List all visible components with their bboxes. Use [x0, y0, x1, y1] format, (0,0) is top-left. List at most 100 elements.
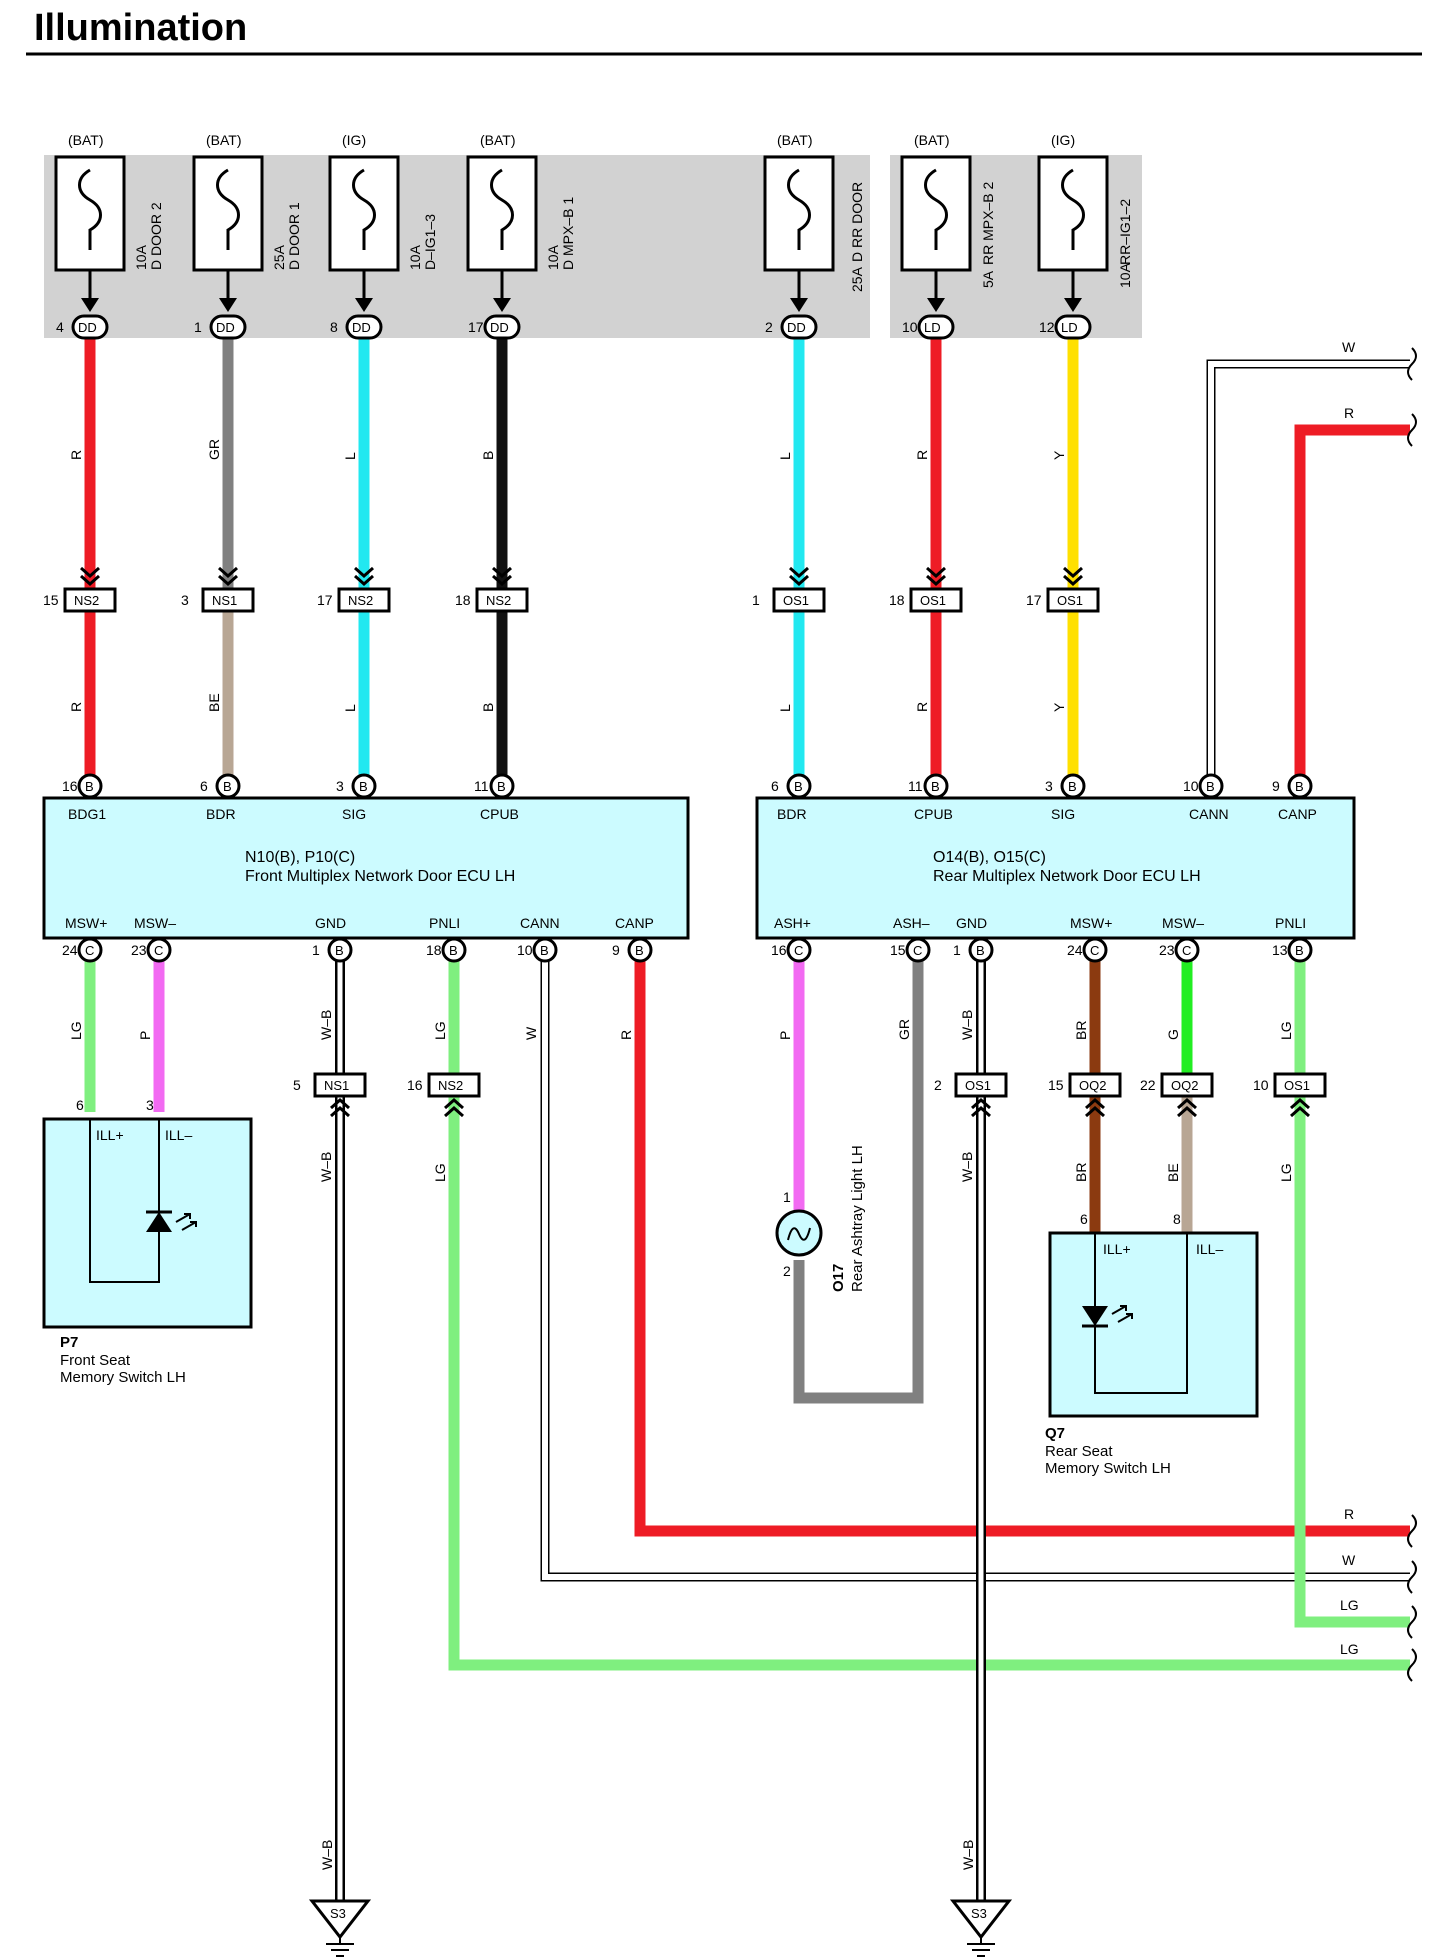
- page-title: Illumination: [34, 7, 247, 49]
- fuse-element-icon: [216, 168, 240, 250]
- wire-color-label: W–B: [318, 1010, 334, 1040]
- fuse-rating: 5A: [980, 270, 996, 288]
- top-splice-pin: 17: [317, 592, 333, 608]
- pin-circle: [786, 773, 812, 799]
- fuse-name: D DOOR 1: [286, 202, 302, 270]
- front-ecu-name: Front Multiplex Network Door ECU LH: [245, 868, 515, 885]
- fuse-supply-label: (IG): [342, 132, 366, 148]
- fuse-pin: 4: [56, 319, 64, 335]
- top-splice-pin: 15: [43, 592, 59, 608]
- rear-ecu-top-pin-num: 10: [1183, 778, 1199, 794]
- rear-ecu-bottom-pin-label: ASH+: [774, 915, 811, 931]
- break-mark: [1407, 1648, 1417, 1682]
- rear-ecu-id: O14(B), O15(C): [933, 849, 1046, 866]
- splice-connector-box: [313, 1072, 367, 1098]
- arrow-down-icon: [81, 298, 99, 312]
- arrow-down-icon: [1064, 298, 1082, 312]
- fuse-connector-code: LD: [924, 320, 941, 335]
- fuse-connector-code: DD: [352, 320, 371, 335]
- q7-line2: Memory Switch LH: [1045, 1460, 1171, 1477]
- edge-wire-label: W: [1342, 339, 1356, 355]
- top-splice-pin: 3: [181, 592, 189, 608]
- front-ecu-bottom-pin-conn: B: [635, 943, 644, 958]
- bottom-splice-pin: 2: [934, 1077, 942, 1093]
- chevron-up-icon: [971, 1097, 991, 1118]
- q7-line1: Rear Seat: [1045, 1443, 1113, 1460]
- rear-ecu-bottom-pin-num: 24: [1067, 942, 1083, 958]
- bottom-splice-pin: 5: [293, 1077, 301, 1093]
- edge-wire-label: W: [1342, 1552, 1356, 1568]
- splice-connector-box: [772, 587, 826, 613]
- fuse-name: D–IG1–3: [422, 214, 438, 270]
- splice-connector-box: [427, 1072, 481, 1098]
- fuse-connector: [483, 314, 521, 340]
- wire-color-label: BE: [206, 693, 222, 712]
- fuse-pin: 2: [765, 319, 773, 335]
- top-splice-pin: 18: [455, 592, 471, 608]
- front-ecu-top-pin-conn: B: [359, 779, 368, 794]
- break-mark: [1407, 1605, 1417, 1639]
- front-ecu-bottom-pin-label: CANN: [520, 915, 560, 931]
- top-splice-code: OS1: [1057, 593, 1083, 608]
- fuse-supply-label: (BAT): [68, 132, 104, 148]
- front-ecu-bottom-pin-label: GND: [315, 915, 346, 931]
- bulb-filament-icon: [787, 1227, 811, 1241]
- wires: [84, 327, 1410, 1900]
- wire-r-front-canp: [634, 945, 1410, 1537]
- pin-circle: [1287, 937, 1313, 963]
- fuse-supply-label: (BAT): [914, 132, 950, 148]
- pin-circle: [786, 937, 812, 963]
- rear-ecu-bottom-pin-conn: C: [913, 943, 922, 958]
- fuse-box: [466, 155, 538, 272]
- ecu-pins: B16BDG1B6BDRB3SIGB11CPUBB6BDRB11CPUBB3SI…: [62, 773, 1317, 1040]
- bottom-splice-code: NS1: [324, 1078, 349, 1093]
- top-splice-code: NS2: [74, 593, 99, 608]
- fuse-supply-label: (BAT): [206, 132, 242, 148]
- pin-circle: [77, 937, 103, 963]
- front-ecu-bottom-pin-label: MSW+: [65, 915, 107, 931]
- fuse-connector-code: DD: [78, 320, 97, 335]
- pin-circle: [1082, 937, 1108, 963]
- fuse-element-icon: [78, 168, 102, 250]
- top-splice-code: OS1: [783, 593, 809, 608]
- edge-wire-label: LG: [1340, 1597, 1359, 1613]
- top-splice-pin: 1: [752, 592, 760, 608]
- wire-color-label: LG: [1278, 1021, 1294, 1040]
- front-ecu-bottom-pin-num: 18: [426, 942, 442, 958]
- ground-wire-label: W–B: [960, 1840, 976, 1870]
- fuse-element-icon: [490, 168, 514, 250]
- p7-label-ill-plus: ILL+: [96, 1127, 124, 1143]
- pin-circle: [923, 773, 949, 799]
- pin-circle: [441, 937, 467, 963]
- q7-label-ill-plus: ILL+: [1103, 1241, 1131, 1257]
- top-splice-pin: 18: [889, 592, 905, 608]
- pin-circle: [1060, 773, 1086, 799]
- fuse-connector: [71, 314, 109, 340]
- splice-connector-box: [201, 587, 255, 613]
- chevron-down-icon: [926, 566, 946, 587]
- chevron-up-icon: [444, 1097, 464, 1118]
- rear-ecu-top-pin-num: 6: [771, 778, 779, 794]
- fuse-pin: 1: [194, 319, 202, 335]
- wire-color-label: L: [777, 704, 793, 712]
- p7-pin-b: 3: [146, 1097, 154, 1113]
- break-mark: [1407, 1514, 1417, 1548]
- fuse-box: [763, 155, 835, 272]
- pin-circle: [1198, 773, 1224, 799]
- top-splice-code: OS1: [920, 593, 946, 608]
- bottom-splice-code: OS1: [965, 1078, 991, 1093]
- chevron-down-icon: [80, 566, 100, 587]
- p7-label-ill-minus: ILL–: [165, 1127, 192, 1143]
- rear-ecu-bottom-pin-conn: C: [1090, 943, 1099, 958]
- front-seat-switch-box: [42, 1117, 253, 1329]
- wire-w-rear-cann: [1208, 361, 1410, 778]
- fuse-connector-code: LD: [1061, 320, 1078, 335]
- fuse-name: RR MPX–B 2: [980, 182, 996, 265]
- fuse-band-left: [44, 155, 870, 338]
- wire-color-label: BE: [1165, 1163, 1181, 1182]
- p7-id: P7: [60, 1334, 78, 1351]
- fuse-name: D DOOR 2: [148, 202, 164, 270]
- wire-color-label: W–B: [959, 1152, 975, 1182]
